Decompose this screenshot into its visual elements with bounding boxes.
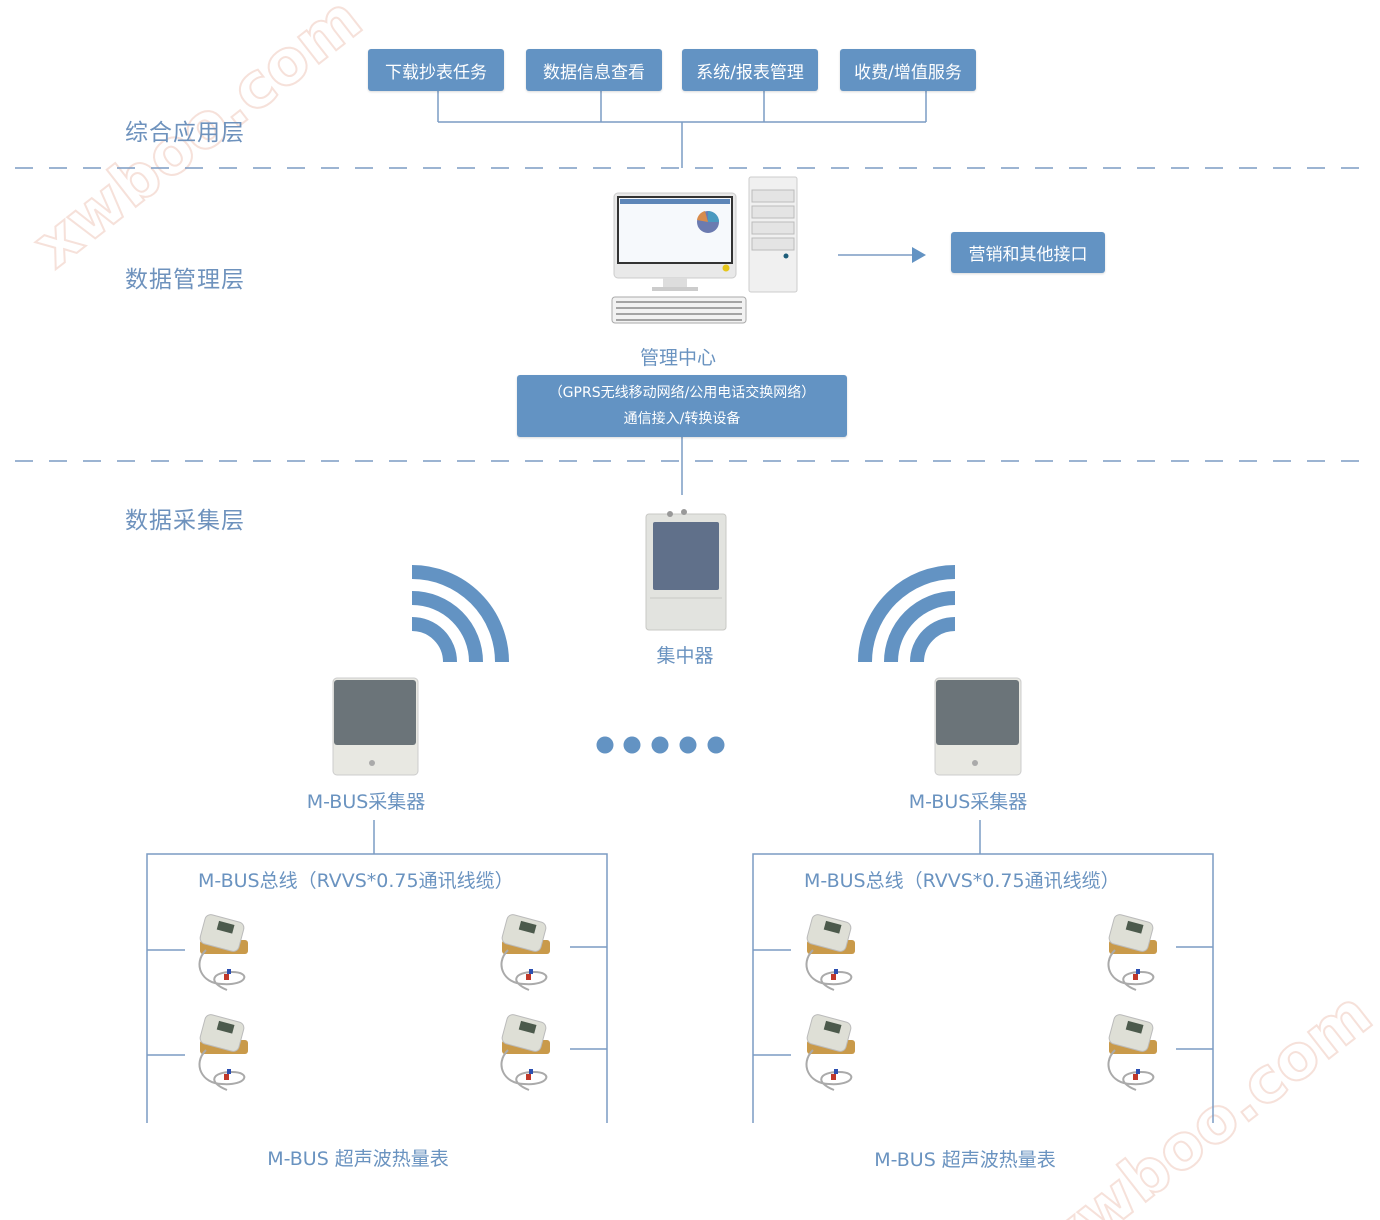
- heat-meter-icon: [804, 912, 856, 991]
- heat-meter-icon: [1106, 912, 1158, 991]
- bus-label-right: M-BUS总线（RVVS*0.75通讯线缆）: [804, 870, 1120, 892]
- app-box-billing: 收费/增值服务: [840, 49, 976, 91]
- mgmt-center-label: 管理中心: [639, 347, 717, 369]
- heat-meter-icon: [499, 912, 551, 991]
- network-line-2: 通信接入/转换设备: [623, 411, 741, 427]
- app-box-system-reports: 系统/报表管理: [682, 49, 818, 91]
- bus-label-left: M-BUS总线（RVVS*0.75通讯线缆）: [198, 870, 514, 892]
- app-box-data-view: 数据信息查看: [526, 49, 662, 91]
- network-line-1: （GPRS无线移动网络/公用电话交换网络）: [548, 385, 816, 401]
- heat-meter-icon: [197, 1012, 249, 1091]
- collector-label-right: M-BUS采集器: [908, 791, 1028, 813]
- layer-label-data-mgmt: 数据管理层: [125, 267, 245, 293]
- heat-meter-icon: [197, 912, 249, 991]
- concentrator-icon: [645, 509, 727, 631]
- computer-icon: [611, 176, 798, 324]
- collector-label-left: M-BUS采集器: [306, 791, 426, 813]
- arrow-icon: [912, 247, 926, 263]
- wireless-icon: [411, 565, 509, 663]
- interface-box: 营销和其他接口: [951, 232, 1105, 273]
- heat-meter-icon: [1106, 1012, 1158, 1091]
- layer-label-app: 综合应用层: [125, 120, 245, 146]
- network-box: （GPRS无线移动网络/公用电话交换网络） 通信接入/转换设备: [517, 375, 847, 437]
- m-bus-collector-icon: [332, 677, 419, 776]
- ellipsis-dots: [596, 736, 725, 754]
- heat-meter-icon: [499, 1012, 551, 1091]
- layer-label-collect: 数据采集层: [125, 508, 245, 534]
- concentrator-label: 集中器: [656, 645, 714, 667]
- heat-meter-icon: [804, 1012, 856, 1091]
- app-box-download-tasks: 下载抄表任务: [368, 49, 504, 91]
- m-bus-collector-icon: [934, 677, 1022, 776]
- meter-label-right: M-BUS 超声波热量表: [874, 1149, 1056, 1171]
- wireless-icon: [858, 565, 956, 663]
- meter-label-left: M-BUS 超声波热量表: [267, 1148, 449, 1170]
